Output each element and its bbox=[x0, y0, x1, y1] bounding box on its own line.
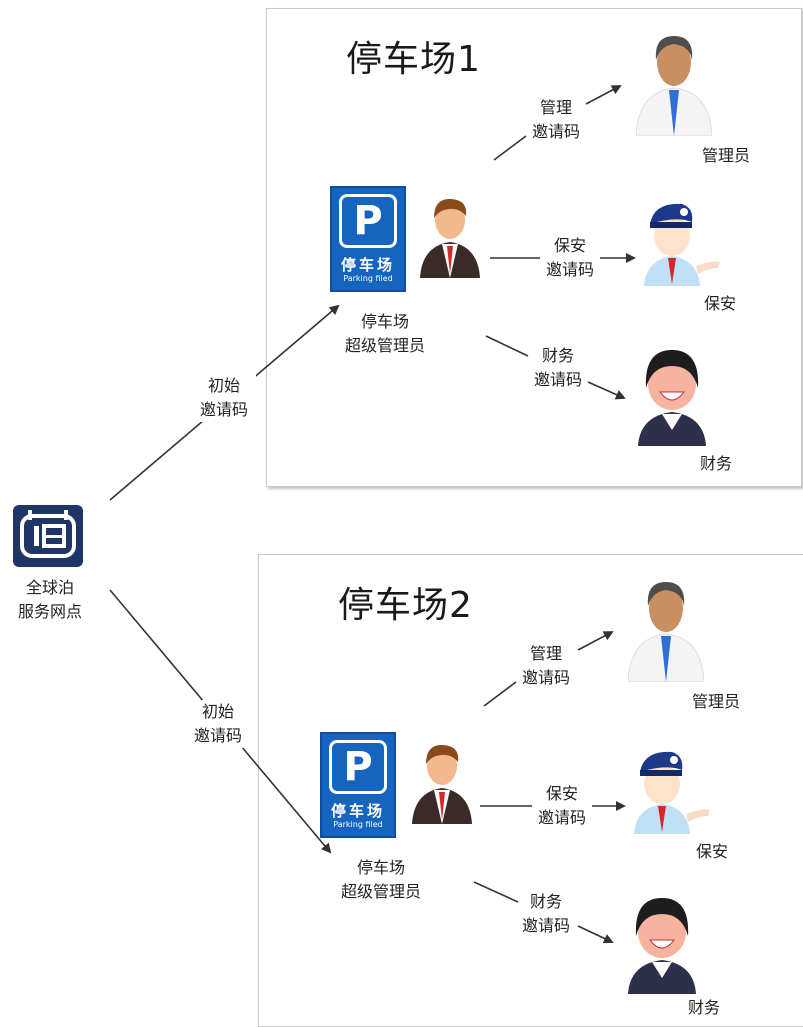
finance-arrow-lot-2-a bbox=[473, 881, 519, 903]
finance-label-lot-2: 财务 bbox=[687, 998, 720, 1017]
finance-arrow-lot-2-b bbox=[577, 925, 614, 944]
guard-label-lot-2: 保安 bbox=[695, 842, 728, 861]
finance-arrow-lot-1-a bbox=[485, 335, 529, 357]
init-code-label-lot-2: 初始 邀请码 bbox=[186, 700, 250, 748]
super-admin-label-lot-2: 停车场 超级管理员 bbox=[340, 858, 421, 901]
manager-avatar-icon bbox=[636, 36, 712, 136]
super-admin-label-lot-1: 停车场 超级管理员 bbox=[344, 312, 425, 355]
lot-2-title: 停车场2 bbox=[338, 585, 473, 626]
manager-label-lot-2: 管理员 bbox=[691, 692, 740, 711]
finance-label-lot-1: 财务 bbox=[699, 454, 732, 473]
lot-1-title: 停车场1 bbox=[346, 39, 481, 80]
guard-avatar-icon bbox=[634, 751, 710, 834]
manager-arrow-lot-2-a bbox=[483, 681, 517, 707]
parking-sign-en: Parking filed bbox=[343, 274, 393, 283]
guard-code-label-lot-2: 保安 邀请码 bbox=[537, 784, 586, 827]
service-point-line2: 服务网点 bbox=[17, 602, 82, 621]
manager-arrow-lot-1-b bbox=[585, 85, 622, 105]
finance-avatar-icon bbox=[628, 898, 696, 994]
manager-code-label-lot-1: 管理 邀请码 bbox=[531, 98, 580, 141]
parking-sign-letter: P bbox=[329, 740, 387, 794]
manager-code-label-lot-2: 管理 邀请码 bbox=[521, 644, 570, 687]
globalpark-logo-icon bbox=[13, 505, 83, 567]
manager-label-lot-1: 管理员 bbox=[701, 146, 750, 165]
finance-arrow-lot-1-b bbox=[587, 381, 626, 400]
service-point-label: 全球泊 服务网点 bbox=[0, 576, 100, 624]
parking-sign-icon: P 停车场 Parking filed bbox=[330, 186, 406, 292]
finance-code-label-lot-1: 财务 邀请码 bbox=[533, 346, 582, 389]
manager-avatar-icon bbox=[628, 582, 704, 682]
init-code-label-lot-1: 初始 邀请码 bbox=[192, 374, 256, 422]
super-admin-avatar-icon bbox=[412, 744, 472, 824]
guard-label-lot-1: 保安 bbox=[703, 294, 736, 313]
parking-sign-icon: P 停车场 Parking filed bbox=[320, 732, 396, 838]
parking-sign-letter: P bbox=[339, 194, 397, 248]
finance-avatar-icon bbox=[638, 350, 706, 446]
guard-avatar-icon bbox=[644, 203, 720, 286]
manager-arrow-lot-2-b bbox=[577, 631, 614, 651]
manager-arrow-lot-1-a bbox=[493, 135, 527, 161]
service-point-line1: 全球泊 bbox=[25, 578, 74, 597]
parking-sign-cn: 停车场 bbox=[340, 256, 395, 274]
parking-sign-en: Parking filed bbox=[333, 820, 383, 829]
guard-code-label-lot-1: 保安 邀请码 bbox=[545, 236, 594, 279]
parking-sign-cn: 停车场 bbox=[330, 802, 385, 820]
finance-code-label-lot-2: 财务 邀请码 bbox=[521, 892, 570, 935]
super-admin-avatar-icon bbox=[420, 198, 480, 278]
